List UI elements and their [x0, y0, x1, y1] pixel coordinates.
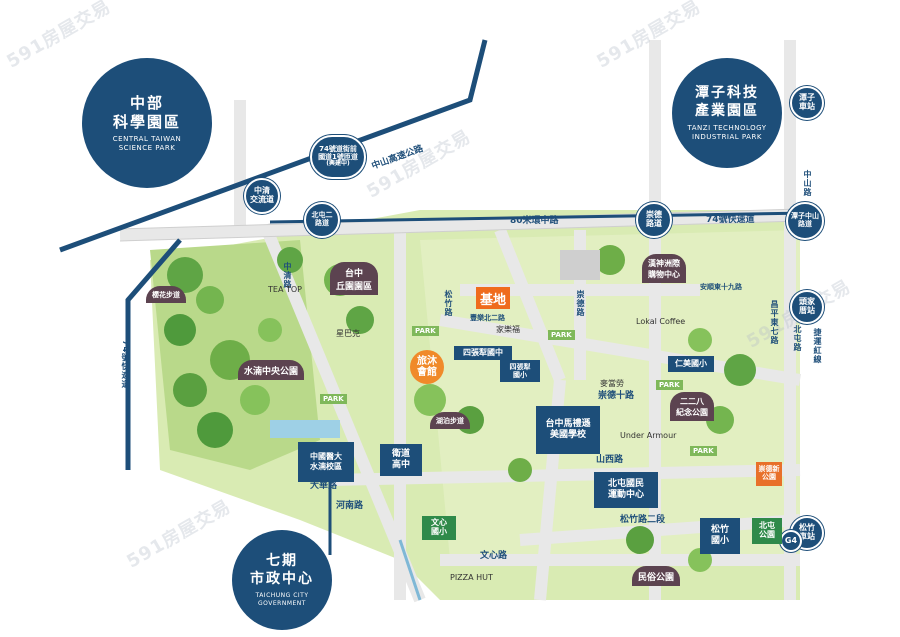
badge-tanzi-zhongshan[interactable]: 潭子中山 路道	[786, 202, 824, 240]
school-american[interactable]: 台中馬禮遜 美國學校	[536, 406, 600, 454]
hwy74-left	[125, 238, 182, 470]
park-tanzi-mall[interactable]: 漢神洲際 購物中心	[642, 254, 686, 283]
park-tag: PARK	[548, 330, 575, 340]
poi-label: 家樂福	[496, 325, 520, 334]
road-80: 80米環中路	[510, 216, 559, 226]
badge-text: 74號道街前 國道1號匝道	[318, 145, 358, 161]
park-er28[interactable]: 二二八 紀念公園	[670, 392, 714, 421]
road-shanxi: 山西路	[596, 455, 624, 465]
district-name: 潭子科技 產業園區	[695, 85, 759, 119]
park-tag: PARK	[412, 326, 439, 336]
district-name: 七期 市政中心	[250, 553, 314, 587]
school-weidao[interactable]: 衛道 高中	[380, 444, 422, 476]
school-wenxin[interactable]: 文心 國小	[422, 516, 456, 540]
hwy74	[269, 211, 811, 224]
badge-zhongqing-interchange[interactable]: 中清 交流道	[244, 178, 280, 214]
site-marker[interactable]: 基地	[476, 287, 510, 309]
road-hwy74: 74號快速道	[706, 215, 755, 225]
badge-toujia-station[interactable]: 頭家 厝站	[790, 290, 824, 324]
road-songzhu: 松竹路	[444, 290, 453, 317]
park-minsu[interactable]: 民俗公園	[632, 566, 681, 586]
road-chongde: 崇德路	[576, 290, 585, 317]
badge-tanzi-station[interactable]: 潭子 車站	[790, 86, 824, 120]
road-chongde10: 崇德十路	[598, 391, 635, 401]
park-rongxing[interactable]: 崇德新 公園	[756, 462, 782, 486]
site-clubhouse[interactable]: 旅沐 會館	[410, 350, 444, 384]
park-taichung-hills[interactable]: 台中 丘園園區	[330, 262, 379, 295]
badge-beitun2[interactable]: 北屯二 路道	[304, 202, 340, 238]
blue-river	[398, 539, 422, 601]
park-lake[interactable]: 湖泊步道	[430, 412, 470, 429]
school-sizhang-small[interactable]: 四張犁 國小	[500, 360, 540, 382]
school-renmei[interactable]: 仁美國小	[668, 356, 714, 372]
road-tanzi-zhongshan: 中山路	[803, 170, 812, 197]
sports-center[interactable]: 北屯國民 運動中心	[594, 472, 658, 508]
badge-hwy74-exit[interactable]: 74號道街前 國道1號匝道 (興建中)	[310, 135, 366, 179]
road-fengle: 豐樂北二路	[470, 314, 505, 322]
poi-label: Lokal Coffee	[636, 317, 686, 326]
poi-label: Under Armour	[620, 431, 677, 440]
zhongshan-highway	[59, 39, 488, 253]
district-city-gov[interactable]: 七期 市政中心 TAICHUNG CITY GOVERNMENT	[232, 530, 332, 630]
district-tanzi-tech[interactable]: 潭子科技 產業園區 TANZI TECHNOLOGY INDUSTRIAL PA…	[672, 58, 782, 168]
park-tag: PARK	[656, 380, 683, 390]
park-tag: PARK	[690, 446, 717, 456]
school-songzhu[interactable]: 松竹 國小	[700, 518, 740, 554]
school-sizhang[interactable]: 四張犁國中	[454, 346, 512, 360]
building	[560, 250, 600, 280]
road-songzhu2: 松竹路二段	[620, 515, 666, 525]
school-china-med[interactable]: 中國醫大 水湳校區	[298, 442, 354, 482]
district-name-en: CENTRAL TAIWAN SCIENCE PARK	[112, 135, 182, 152]
road-beitun: 北屯路	[793, 325, 802, 352]
park-huaning[interactable]: 櫻花步道	[146, 286, 186, 303]
district-name: 中部 科學園區	[112, 93, 181, 131]
district-name-en: TAICHUNG CITY GOVERNMENT	[255, 592, 309, 607]
road-anshun: 安順東十九路	[700, 283, 742, 291]
poi-label: PIZZA HUT	[450, 573, 493, 582]
park-tag: PARK	[320, 394, 347, 404]
road-wenxin: 文心路	[480, 551, 508, 561]
road-hwy74-left: 74號快速道	[121, 340, 130, 390]
road-changping7: 昌平東七路	[770, 300, 779, 345]
district-central-science[interactable]: 中部 科學園區 CENTRAL TAIWAN SCIENCE PARK	[82, 58, 212, 188]
poi-label: 麥當勞	[600, 379, 624, 388]
badge-g4[interactable]: G4	[780, 530, 802, 552]
road-henan: 河南路	[336, 501, 364, 511]
badge-subtext: (興建中)	[326, 160, 350, 168]
park-beitun[interactable]: 北屯 公園	[752, 518, 782, 544]
road-dahua: 大華路	[310, 481, 338, 491]
trees	[164, 245, 756, 572]
badge-chongde[interactable]: 崇德 路道	[636, 202, 672, 238]
park-shuinan-central[interactable]: 水湳中央公園	[238, 360, 305, 380]
poi-label: TEA TOP	[268, 285, 302, 294]
water-patch	[270, 420, 340, 438]
road-zhongqing: 中清路	[283, 262, 292, 289]
road-mrt-red: 捷運紅線	[813, 328, 822, 364]
district-name-en: TANZI TECHNOLOGY INDUSTRIAL PARK	[687, 124, 767, 141]
poi-label: 星巴克	[336, 329, 360, 338]
